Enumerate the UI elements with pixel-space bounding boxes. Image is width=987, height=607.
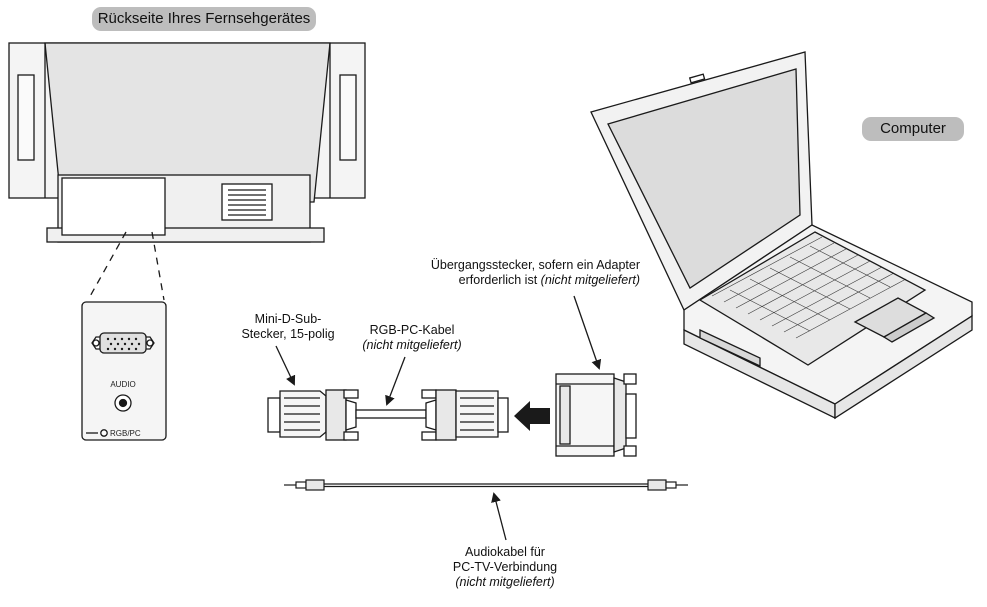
mini-dsub-label: Mini-D-Sub- Stecker, 15-polig [228, 312, 348, 342]
panel-audio-label: AUDIO [110, 380, 135, 389]
insert-direction-arrow [514, 401, 550, 431]
audio-cable-note: (nicht mitgeliefert) [455, 575, 555, 589]
tv-vent-grille [228, 189, 266, 216]
vga-port-pins [106, 337, 141, 351]
audio-cable [284, 479, 688, 491]
tv-back-illustration [8, 42, 366, 243]
computer-title: Computer [862, 117, 964, 141]
adapter-note: (nicht mitgeliefert) [540, 273, 640, 287]
adapter-connector [555, 373, 637, 457]
arrow-audio-cable [491, 492, 507, 541]
arrow-mini-dsub [275, 345, 296, 386]
rgb-pc-terminal-panel [81, 301, 167, 441]
adapter-label-line2: erforderlich ist [458, 273, 538, 287]
tv-back-title: Rückseite Ihres Fernsehgerätes [92, 7, 316, 31]
adapter-label-line1: Übergangsstecker, sofern ein Adapter [430, 258, 640, 272]
adapter-label: Übergangsstecker, sofern ein Adapter erf… [431, 258, 640, 288]
rgb-cable-note: (nicht mitgeliefert) [362, 338, 462, 352]
arrow-adapter [573, 295, 602, 370]
audio-cable-label-line2: PC-TV-Verbindung [452, 560, 558, 574]
panel-rgbpc-label: RGB/PC [110, 429, 141, 438]
mini-dsub-label-line2: Stecker, 15-polig [241, 327, 335, 341]
zoom-guide-lines [87, 231, 165, 301]
audio-cable-label: Audiokabel für PC-TV-Verbindung (nicht m… [430, 545, 580, 590]
rgb-cable-label-line1: RGB-PC-Kabel [369, 323, 455, 337]
mini-dsub-label-line1: Mini-D-Sub- [254, 312, 322, 326]
rgb-cable-label: RGB-PC-Kabel (nicht mitgeliefert) [352, 323, 472, 353]
callout-arrows [275, 295, 602, 541]
arrow-rgb-cable [385, 356, 406, 406]
keyboard-keys [711, 236, 907, 339]
laptop-illustration [590, 51, 973, 420]
audio-cable-label-line1: Audiokabel für [465, 545, 545, 559]
rgb-pc-cable [267, 389, 509, 441]
